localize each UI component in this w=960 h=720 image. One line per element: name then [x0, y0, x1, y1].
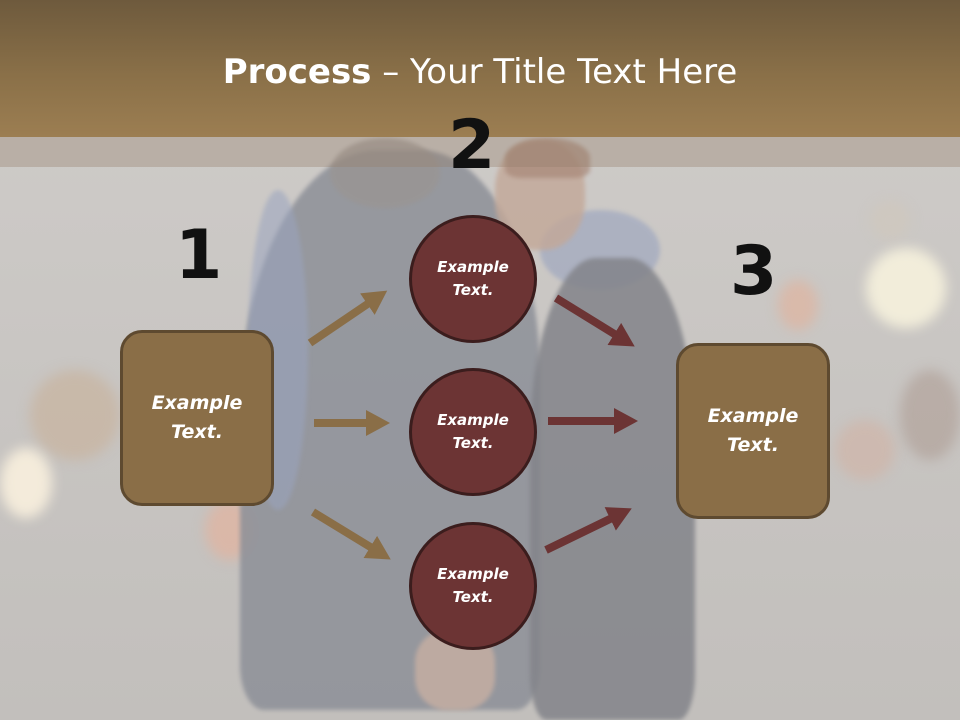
- bokeh-light: [870, 200, 910, 240]
- bokeh-light: [30, 370, 120, 460]
- bokeh-light: [900, 370, 960, 460]
- step-2-bottom-label: Example Text.: [437, 565, 509, 606]
- step-2-circle-top[interactable]: Example Text.: [409, 215, 537, 343]
- title-bar: [0, 0, 960, 137]
- title-bar-band: [0, 137, 960, 167]
- bokeh-light: [0, 448, 52, 518]
- arrow-from-bottom: [544, 507, 632, 554]
- arrow-from-top: [553, 294, 635, 347]
- step-2-middle-label: Example Text.: [437, 411, 509, 452]
- step-1-label: Example Text.: [151, 392, 243, 443]
- step-number-3: 3: [730, 232, 778, 311]
- bokeh-light: [778, 280, 818, 330]
- slide-title-rest: – Your Title Text Here: [371, 52, 738, 92]
- step-1-box[interactable]: Example Text.: [120, 330, 274, 506]
- photo-figure-man-head: [330, 138, 440, 208]
- step-3-box[interactable]: Example Text.: [676, 343, 830, 519]
- step-2-top-label: Example Text.: [437, 258, 509, 299]
- slide-title[interactable]: Process – Your Title Text Here: [0, 52, 960, 92]
- step-2-circle-middle[interactable]: Example Text.: [409, 368, 537, 496]
- bokeh-light: [866, 248, 946, 328]
- step-2-circle-bottom[interactable]: Example Text.: [409, 522, 537, 650]
- step-number-1: 1: [175, 216, 223, 295]
- photo-figure-woman-hair: [505, 138, 590, 178]
- step-3-label: Example Text.: [707, 405, 799, 456]
- slide-title-bold: Process: [222, 52, 372, 92]
- arrow-to-bottom: [310, 508, 391, 560]
- arrow-to-top: [307, 290, 388, 347]
- bokeh-light: [835, 420, 895, 480]
- step-number-2: 2: [448, 106, 496, 185]
